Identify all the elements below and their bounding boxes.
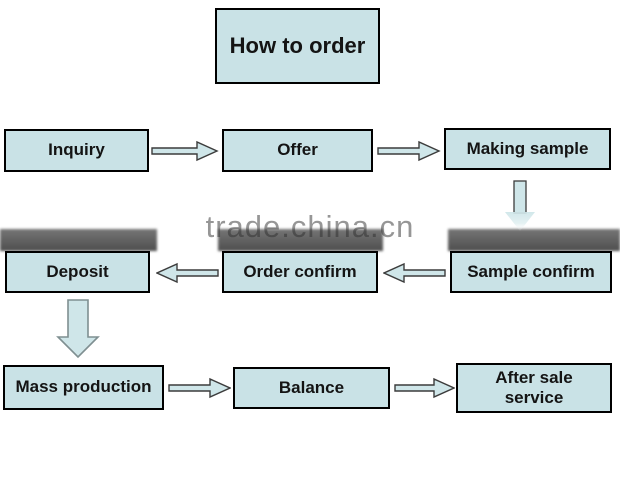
arrow-down-icon bbox=[505, 180, 535, 231]
arrow-right-icon bbox=[394, 377, 455, 399]
arrow-right-icon bbox=[377, 140, 441, 162]
flow-box-after-sale-service: After sale service bbox=[456, 363, 612, 413]
flow-title-box: How to order bbox=[215, 8, 380, 84]
flow-box-label: Sample confirm bbox=[467, 261, 595, 281]
flow-box-sample-confirm: Sample confirm bbox=[450, 251, 612, 293]
flow-box-order-confirm: Order confirm bbox=[222, 251, 378, 293]
arrow-right-icon bbox=[168, 377, 231, 399]
flow-box-label: Balance bbox=[278, 377, 345, 397]
flow-box-label: Inquiry bbox=[48, 140, 105, 160]
flow-box-label: Deposit bbox=[46, 261, 109, 281]
flow-box-mass-production: Mass production bbox=[3, 365, 164, 410]
arrow-down-icon bbox=[56, 299, 100, 359]
flow-box-label: Making sample bbox=[466, 138, 589, 158]
arrow-right-icon bbox=[151, 140, 219, 162]
flow-box-deposit: Deposit bbox=[5, 251, 150, 293]
flow-box-making-sample: Making sample bbox=[444, 128, 611, 170]
arrow-left-icon bbox=[383, 262, 446, 284]
flow-box-label: Offer bbox=[277, 140, 318, 160]
flow-box-label: Mass production bbox=[15, 377, 152, 397]
flow-title-label: How to order bbox=[229, 33, 366, 58]
flow-box-offer: Offer bbox=[222, 129, 373, 172]
shadow-bar bbox=[218, 229, 383, 251]
shadow-bar bbox=[448, 229, 620, 251]
flow-box-label: After sale service bbox=[495, 367, 573, 407]
shadow-bar bbox=[0, 229, 157, 251]
flow-box-inquiry: Inquiry bbox=[4, 129, 149, 172]
flow-box-label: Order confirm bbox=[243, 261, 357, 281]
flow-box-balance: Balance bbox=[233, 367, 390, 409]
arrow-left-icon bbox=[156, 262, 219, 284]
